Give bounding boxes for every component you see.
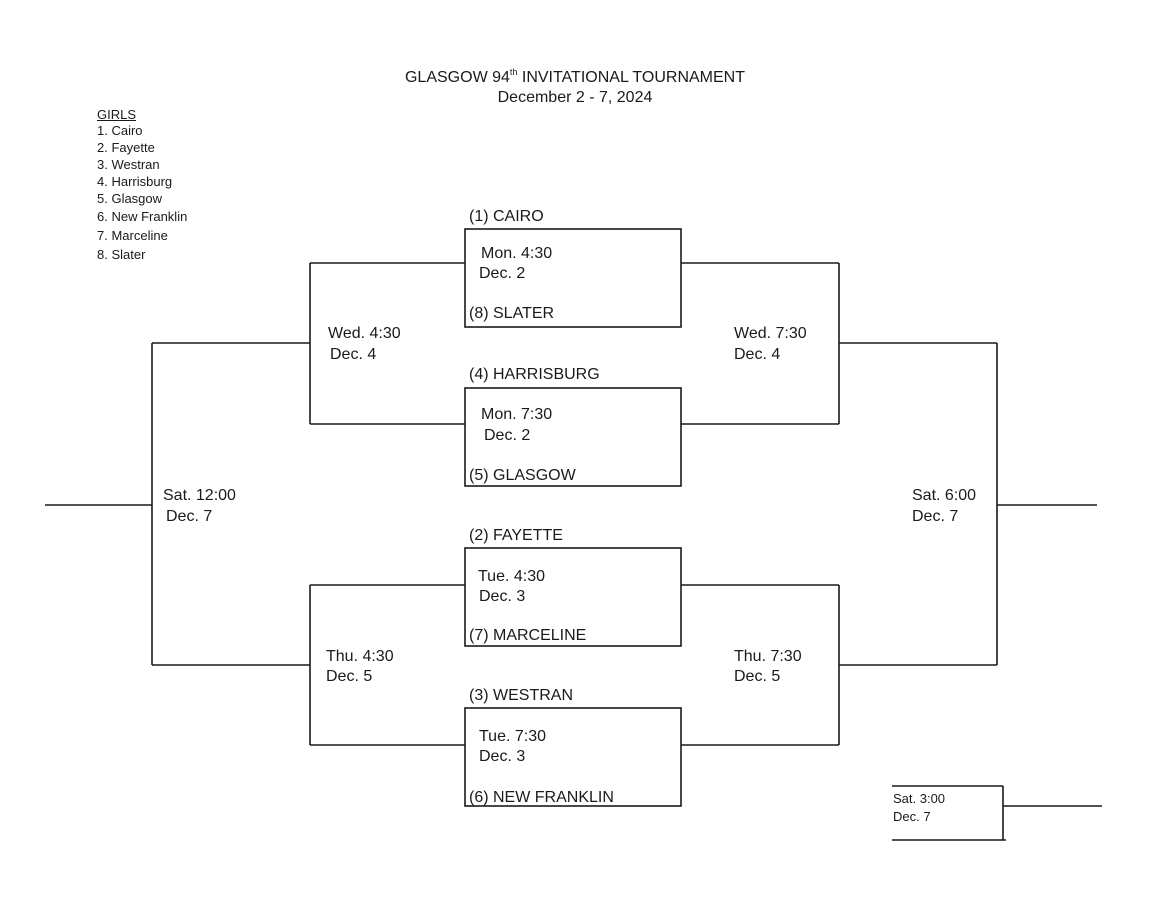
legend-seed-3: 3. Westran [97,157,160,172]
game-3-date: Dec. 3 [479,588,526,605]
game-4-date: Dec. 3 [479,748,526,765]
team-cairo: (1) CAIRO [469,208,544,225]
game-box-1 [464,228,682,328]
legend-seed-1: 1. Cairo [97,123,143,138]
game-1-date: Dec. 2 [479,265,526,282]
team-westran: (3) WESTRAN [469,687,573,704]
championship-final-time: Sat. 6:00 [912,487,977,504]
legend-seed-7: 7. Marceline [97,228,168,243]
legend-seed-5: 5. Glasgow [97,191,163,206]
game-2-time: Mon. 7:30 [481,406,553,423]
game-box-3 [464,547,682,647]
legend-seed-8: 8. Slater [97,247,146,262]
championship-final-date: Dec. 7 [912,508,959,525]
third-place-time: Sat. 3:00 [893,791,946,806]
tournament-title: GLASGOW 94th INVITATIONAL TOURNAMENT [404,67,745,86]
consolation-lower-date: Dec. 5 [326,668,373,685]
consolation-upper-date: Dec. 4 [330,346,377,363]
team-glasgow: (5) GLASGOW [469,467,576,484]
game-1-time: Mon. 4:30 [481,245,553,262]
team-harrisburg: (4) HARRISBURG [469,366,600,383]
championship-lower-date: Dec. 5 [734,668,781,685]
game-3-time: Tue. 4:30 [478,568,546,585]
team-slater: (8) SLATER [469,305,555,322]
consolation-final-date: Dec. 7 [166,508,213,525]
team-new-franklin: (6) NEW FRANKLIN [469,789,614,806]
game-box-2 [464,387,682,487]
team-marceline: (7) MARCELINE [469,627,587,644]
championship-lower-time: Thu. 7:30 [734,648,802,665]
consolation-upper-time: Wed. 4:30 [328,325,401,342]
consolation-final-time: Sat. 12:00 [163,487,236,504]
tournament-dates: December 2 - 7, 2024 [497,89,653,106]
championship-upper-date: Dec. 4 [734,346,781,363]
legend-heading: GIRLS [97,107,137,122]
game-4-time: Tue. 7:30 [479,728,547,745]
consolation-lower-time: Thu. 4:30 [326,648,394,665]
legend-seed-2: 2. Fayette [97,140,155,155]
game-2-date: Dec. 2 [484,427,531,444]
championship-upper-time: Wed. 7:30 [734,325,807,342]
game-box-4 [464,707,682,807]
legend-seed-6: 6. New Franklin [97,209,188,224]
legend-seed-4: 4. Harrisburg [97,174,173,189]
team-fayette: (2) FAYETTE [469,527,563,544]
third-place-date: Dec. 7 [893,809,931,824]
